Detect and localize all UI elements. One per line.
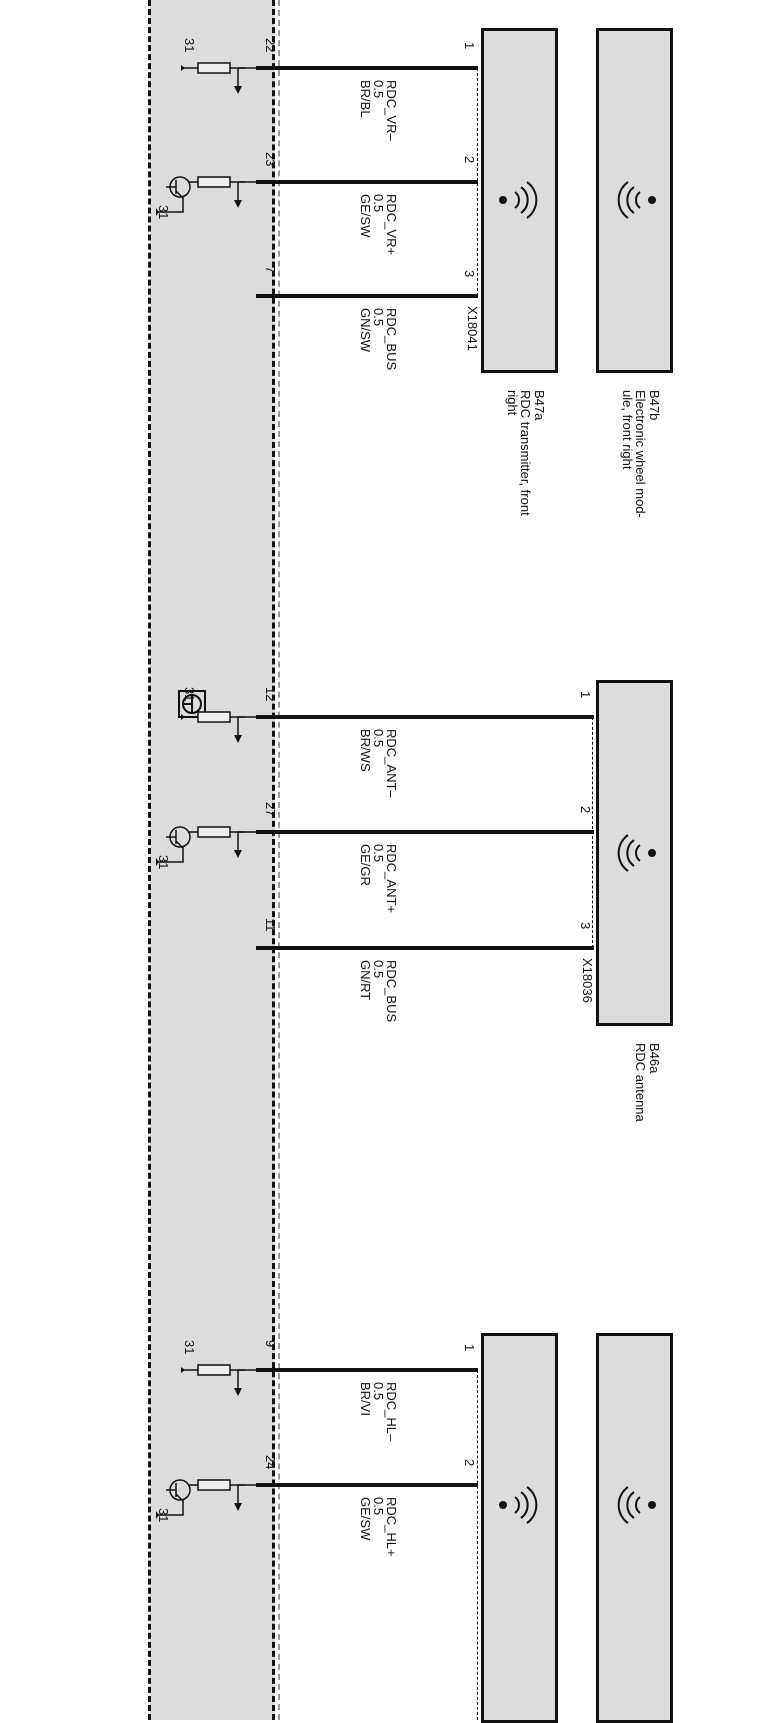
component-B47b[interactable]	[596, 28, 673, 373]
control-unit-boundary-left	[148, 0, 151, 1720]
wire-0[interactable]	[256, 66, 478, 70]
ground-label: 31	[182, 687, 197, 702]
ground-label: 31	[156, 205, 171, 220]
control-unit-area	[150, 0, 275, 1720]
component-name-line: ule, front right	[620, 390, 635, 470]
wireless-signal-icon	[617, 834, 656, 872]
wireless-signal-icon	[499, 181, 538, 219]
wire-color: GN/RT	[358, 960, 373, 1001]
wire-signal: RDC_ANT+	[384, 844, 399, 913]
connector-boundary	[278, 0, 280, 1720]
component-pin-label: 3	[462, 270, 477, 278]
transistor-driver-icon	[156, 176, 256, 216]
wire-signal: RDC_HL–	[384, 1382, 399, 1442]
component-id: B46a	[647, 1043, 662, 1074]
transistor-driver-icon	[156, 826, 256, 866]
component-name-line: Electronic wheel mod-	[633, 390, 648, 518]
wire-size: 0.5	[371, 194, 386, 213]
component-name-line: right	[505, 390, 520, 416]
bus-line-icon	[150, 936, 250, 1006]
ecu-pin-label: 27	[263, 802, 278, 817]
resistor-driver-icon	[181, 711, 256, 743]
component-id: B47a	[532, 390, 547, 421]
wire-4[interactable]	[256, 830, 594, 834]
ecu-pin-label: 9	[263, 1340, 278, 1348]
ecu-pin-label: 22	[263, 38, 278, 53]
ecu-pin-label: 7	[263, 266, 278, 274]
ground-label: 31	[182, 1340, 197, 1355]
component-pin-label: 2	[462, 156, 477, 164]
component-pin-label: 3	[578, 922, 593, 930]
component-pin-label: 2	[578, 806, 593, 814]
ecu-pin-label: 11	[263, 918, 278, 932]
wireless-signal-icon	[499, 1486, 538, 1524]
wire-size: 0.5	[371, 80, 386, 99]
connector-label: X18036	[580, 958, 595, 1003]
wire-1[interactable]	[256, 180, 478, 184]
ground-label: 31	[156, 855, 171, 870]
component-pin-label: 1	[462, 42, 477, 50]
wire-signal: RDC_BUS	[384, 308, 399, 371]
ground-label: 31	[182, 38, 197, 53]
resistor-driver-icon	[181, 62, 256, 94]
wire-size: 0.5	[371, 1382, 386, 1401]
connector-label: X18041	[465, 306, 480, 351]
transistor-driver-icon	[156, 1479, 256, 1519]
control-unit-boundary-right	[272, 0, 275, 1720]
component-name-line: RDC antenna	[633, 1043, 648, 1122]
component-pin-label: 1	[578, 691, 593, 699]
wire-3[interactable]	[256, 715, 594, 719]
wire-signal: RDC_HL+	[384, 1497, 399, 1557]
wire-size: 0.5	[371, 960, 386, 979]
wire-signal: RDC_VR+	[384, 194, 399, 256]
wire-7[interactable]	[256, 1483, 478, 1487]
component-pin-label: 1	[462, 1344, 477, 1352]
connector-outline	[477, 1370, 478, 1720]
wire-signal: RDC_VR–	[384, 80, 399, 141]
wire-signal: RDC_BUS	[384, 960, 399, 1023]
component-id: B47b	[647, 390, 662, 421]
wire-color: BR/VI	[358, 1382, 373, 1416]
connector-outline	[592, 717, 593, 948]
wire-color: BR/BL	[358, 80, 373, 118]
component-name-line: RDC transmitter, front	[518, 390, 533, 516]
wire-color: GE/SW	[358, 1497, 373, 1541]
bus-line-icon	[150, 284, 250, 354]
ecu-pin-label: 24	[263, 1455, 278, 1470]
wire-size: 0.5	[371, 844, 386, 863]
wire-color: GE/GR	[358, 844, 373, 886]
wire-signal: RDC_ANT–	[384, 729, 399, 798]
wire-color: GN/SW	[358, 308, 373, 353]
wireless-signal-icon	[617, 181, 656, 219]
wire-size: 0.5	[371, 1497, 386, 1516]
ground-label: 31	[156, 1508, 171, 1523]
wire-size: 0.5	[371, 729, 386, 748]
wire-color: BR/WS	[358, 729, 373, 772]
connector-outline	[477, 68, 478, 296]
wire-6[interactable]	[256, 1368, 478, 1372]
wire-2[interactable]	[256, 294, 478, 298]
resistor-driver-icon	[181, 1364, 256, 1396]
component-B46a[interactable]	[596, 680, 673, 1026]
wire-color: GE/SW	[358, 194, 373, 238]
component-B47d[interactable]	[596, 1333, 673, 1723]
wireless-signal-icon	[617, 1486, 656, 1524]
wire-5[interactable]	[256, 946, 594, 950]
ecu-pin-label: 23	[263, 152, 278, 167]
wire-size: 0.5	[371, 308, 386, 327]
ecu-pin-label: 12	[263, 687, 278, 702]
component-pin-label: 2	[462, 1459, 477, 1467]
